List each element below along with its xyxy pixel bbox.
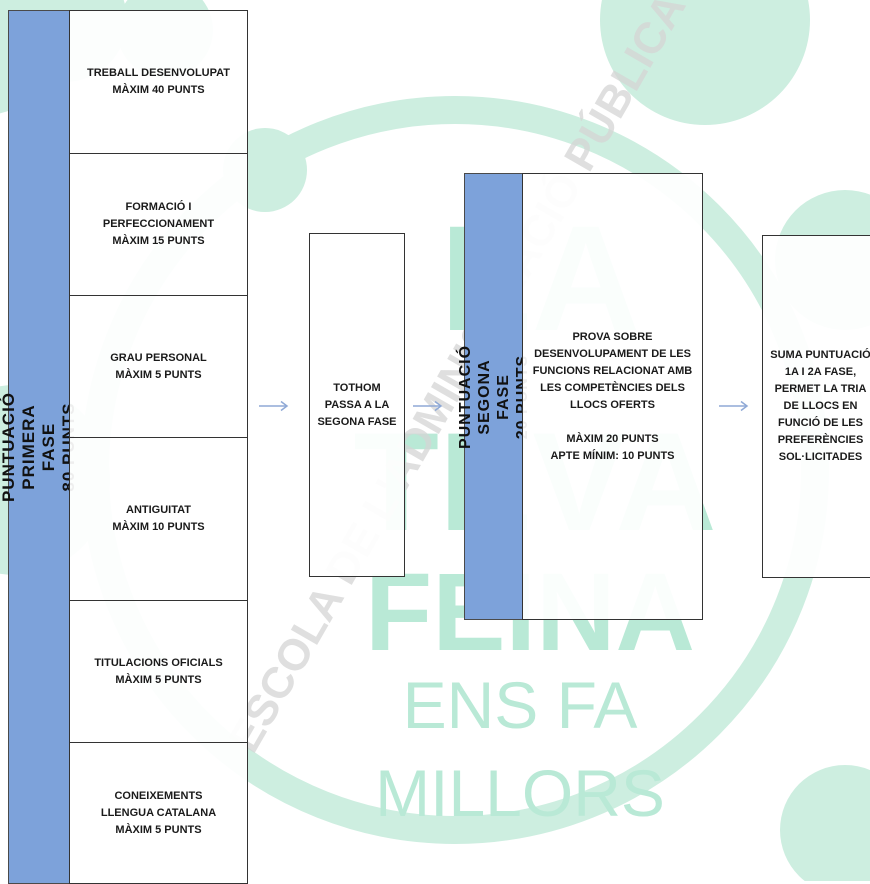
phase1-item: TITULACIONS OFICIALS MÀXIM 5 PUNTS [69,600,248,743]
phase2-label: PUNTUACIÓ SEGONA FASE 20 PUNTS [456,344,531,449]
watermark-millors: MILLORS [375,756,665,830]
phase2-bar: PUNTUACIÓ SEGONA FASE 20 PUNTS [457,173,531,620]
result-text: SUMA PUNTUACIÓ 1A I 2A FASE, PERMET LA T… [770,349,870,463]
result-box: SUMA PUNTUACIÓ 1A I 2A FASE, PERMET LA T… [762,235,870,578]
phase1-item: GRAU PERSONAL MÀXIM 5 PUNTS [69,295,248,438]
phase1-item: ANTIGUITAT MÀXIM 10 PUNTS [69,437,248,601]
right-arrow-icon [719,400,749,412]
phase1-item: FORMACIÓ I PERFECCIONAMENT MÀXIM 15 PUNT… [69,153,248,296]
phase1-label: PUNTUACIÓ PRIMERA FASE 80 PUNTS [0,391,78,503]
watermark-ens-fa: ENS FA [402,668,638,742]
right-arrow-icon [413,400,443,412]
right-arrow-icon [259,400,289,412]
phase2-description: PROVA SOBRE DESENVOLUPAMENT DE LES FUNCI… [522,173,703,620]
phase1-item: TREBALL DESENVOLUPAT MÀXIM 40 PUNTS [69,10,248,154]
phase1-bar: PUNTUACIÓ PRIMERA FASE 80 PUNTS [0,10,78,884]
phase1-item: CONEIXEMENTS LLENGUA CATALANA MÀXIM 5 PU… [69,742,248,884]
transition-box: TOTHOM PASSA A LA SEGONA FASE [309,233,405,577]
